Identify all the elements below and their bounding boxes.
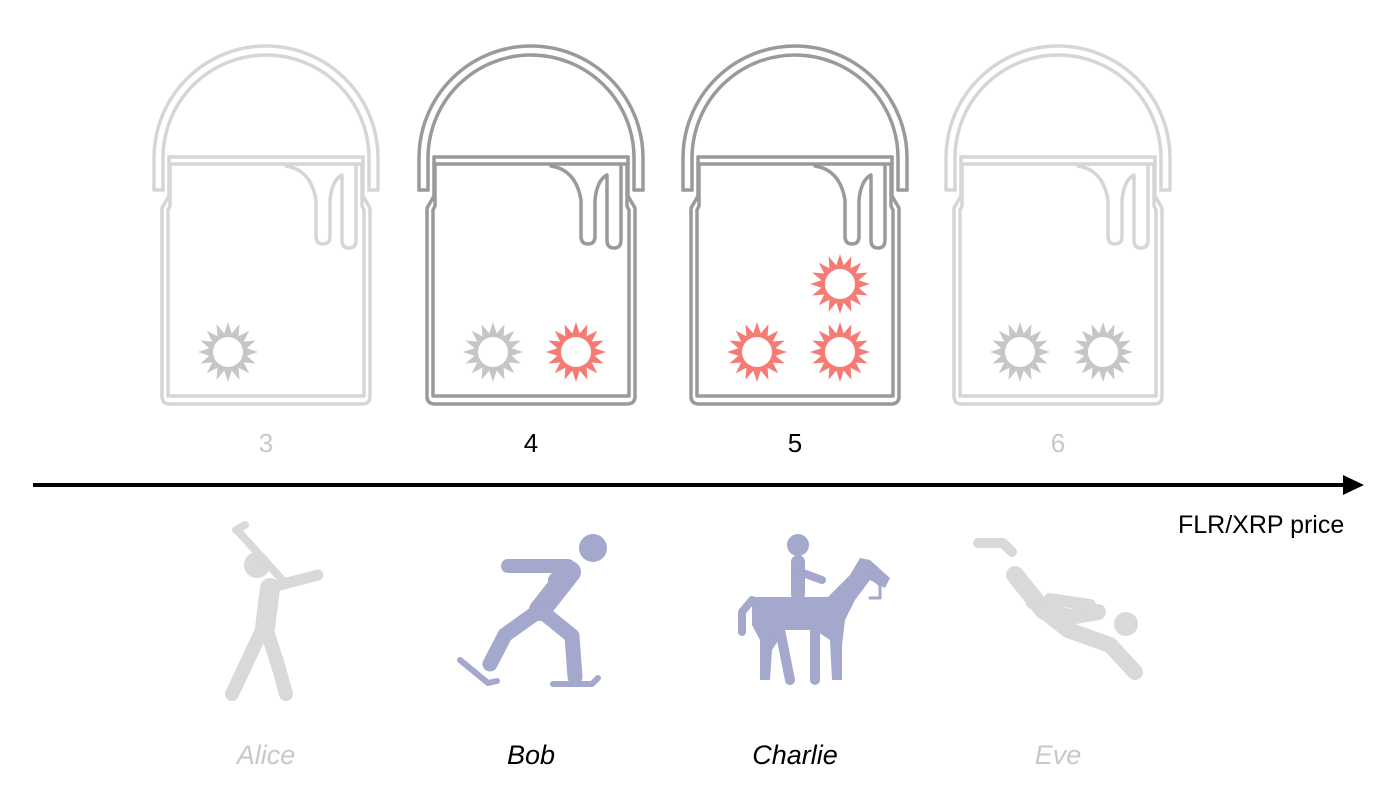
horse-rider-icon [738,534,890,685]
person-name: Alice [236,740,296,770]
token-group [990,322,1133,382]
bucket-value-label: 3 [258,428,274,458]
buckets-group [152,44,1172,406]
axis-label: FLR/XRP price [1178,511,1345,539]
red-sun-token-icon [810,254,870,314]
golfer-icon [225,521,324,701]
price-axis-arrowhead [1343,475,1364,495]
token-group [463,322,606,382]
bucket-value-label: 6 [1050,428,1066,458]
gray-sun-token-icon [463,322,523,382]
ice-skater-icon [457,534,607,687]
person-name: Bob [506,740,556,770]
paint-bucket-icon [944,44,1172,406]
scuba-diver-icon [973,538,1143,680]
bucket-value-label: 4 [523,428,539,458]
gray-sun-token-icon [198,322,258,382]
gray-sun-token-icon [1073,322,1133,382]
red-sun-token-icon [727,322,787,382]
people-group [225,521,1143,701]
person-name: Eve [1034,740,1082,770]
gray-sun-token-icon [990,322,1050,382]
paint-bucket-icon [417,44,645,406]
bucket-value-label: 5 [787,428,803,458]
paint-bucket-icon [681,44,909,406]
price-axis [33,475,1364,495]
person-name: Charlie [752,740,838,770]
red-sun-token-icon [810,322,870,382]
paint-bucket-icon [152,44,380,406]
red-sun-token-icon [546,322,606,382]
token-group [198,322,258,382]
token-group [727,254,870,382]
